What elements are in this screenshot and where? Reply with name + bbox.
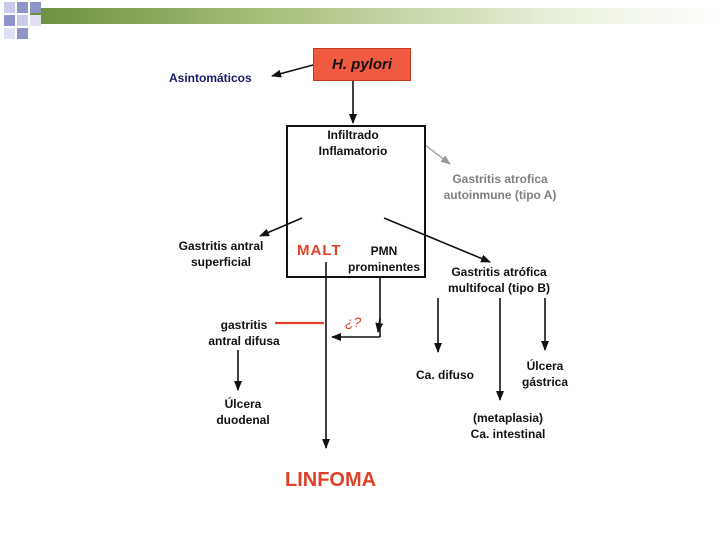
infiltrado-box bbox=[286, 125, 426, 278]
gastritis-difusa-line-1: gastritis bbox=[220, 318, 268, 332]
decor-square bbox=[4, 15, 15, 26]
ca-difuso-label: Ca. difuso bbox=[416, 368, 475, 382]
gastritis-atrofica-a-label: Gastritis atrofica autoinmune (tipo A) bbox=[430, 171, 570, 203]
linfoma-label: LINFOMA bbox=[285, 469, 377, 491]
question-label: ¿? bbox=[345, 314, 362, 330]
gastritis-antral-line-1: Gastritis antral bbox=[178, 239, 264, 253]
infiltrado-line-1: Infiltrado bbox=[327, 128, 379, 142]
decor-square bbox=[4, 2, 15, 13]
malt-label: MALT bbox=[297, 242, 342, 259]
infiltrado-label: Infiltrado Inflamatorio bbox=[305, 127, 401, 159]
pmn-line-2: prominentes bbox=[347, 260, 420, 274]
arrow-to-gastritis-antral bbox=[259, 217, 303, 237]
decor-square bbox=[4, 28, 15, 39]
decor-square bbox=[17, 2, 28, 13]
ulcera-duodenal-line-2: duodenal bbox=[216, 413, 270, 427]
gastritis-antral-label: Gastritis antral superficial bbox=[166, 238, 276, 270]
arrow-to-gastritis-a bbox=[424, 144, 451, 165]
pmn-label: PMN prominentes bbox=[340, 243, 428, 275]
gastritis-a-line-1: Gastritis atrofica bbox=[452, 172, 548, 186]
ulcera-gastrica-label: Úlcera gástrica bbox=[512, 358, 578, 390]
decor-square bbox=[30, 15, 41, 26]
infiltrado-line-2: Inflamatorio bbox=[318, 144, 388, 158]
decor-square bbox=[30, 2, 41, 13]
metaplasia-line-1: (metaplasia) bbox=[472, 411, 544, 425]
gastritis-b-line-2: multifocal (tipo B) bbox=[448, 281, 550, 295]
ulcera-duodenal-line-1: Úlcera bbox=[224, 397, 262, 411]
gastritis-difusa-label: gastritis antral difusa bbox=[198, 317, 290, 349]
ulcera-gastrica-line-2: gástrica bbox=[521, 375, 569, 389]
gastritis-a-line-2: autoinmune (tipo A) bbox=[443, 188, 557, 202]
metaplasia-label: (metaplasia) Ca. intestinal bbox=[455, 410, 561, 442]
arrow-hpylori-to-asintomaticos bbox=[271, 64, 314, 78]
gastritis-antral-line-2: superficial bbox=[190, 255, 252, 269]
gastritis-b-line-1: Gastritis atrófica bbox=[451, 265, 547, 279]
ulcera-duodenal-label: Úlcera duodenal bbox=[205, 396, 281, 428]
header-gradient-band bbox=[30, 8, 720, 24]
asintomaticos-label: Asintomáticos bbox=[169, 71, 252, 85]
h-pylori-box: H. pylori bbox=[313, 48, 411, 81]
decor-square bbox=[17, 28, 28, 39]
metaplasia-line-2: Ca. intestinal bbox=[470, 427, 546, 441]
gastritis-atrofica-b-label: Gastritis atrófica multifocal (tipo B) bbox=[435, 264, 563, 296]
arrow-pmn-to-question bbox=[375, 317, 384, 333]
pmn-line-1: PMN bbox=[370, 244, 398, 258]
gastritis-difusa-line-2: antral difusa bbox=[208, 334, 280, 348]
ulcera-gastrica-line-1: Úlcera bbox=[526, 359, 564, 373]
arrow-to-gastritis-b bbox=[383, 217, 491, 263]
decor-square bbox=[17, 15, 28, 26]
